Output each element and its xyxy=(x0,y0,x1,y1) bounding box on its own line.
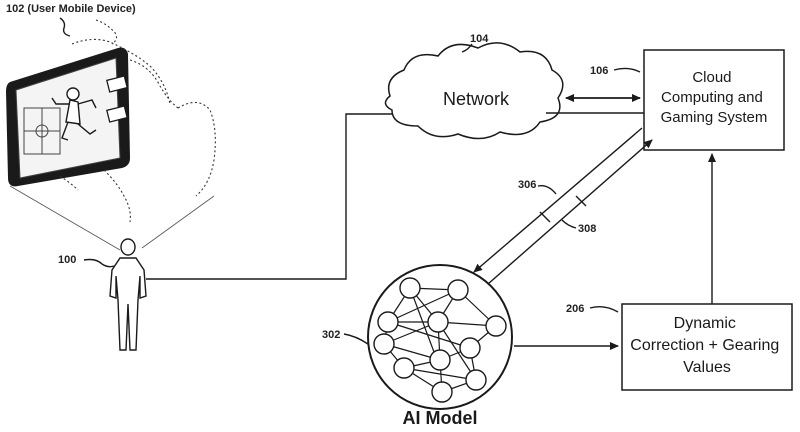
mobile-device xyxy=(6,19,216,251)
network-cloud: Network xyxy=(384,42,564,140)
user-ref-label: 100 xyxy=(58,254,76,266)
link-b-ref-label: 308 xyxy=(578,223,596,235)
ai-model-label: AI Model xyxy=(403,408,478,428)
dynamic-correction-box xyxy=(621,303,793,391)
game-character-icon xyxy=(51,87,97,141)
cloud-ref-label: 106 xyxy=(590,65,608,77)
network-label: Network xyxy=(443,89,510,109)
ai-model-network xyxy=(367,264,513,410)
cloud-gaming-box xyxy=(643,49,785,151)
network-ref-label: 104 xyxy=(470,33,489,45)
user-network-link xyxy=(146,113,392,280)
cloud-to-ai-arrow xyxy=(473,127,643,273)
crosshair-icon xyxy=(23,107,61,155)
hand-outline xyxy=(59,19,216,223)
dynamic-ref-label: 206 xyxy=(566,303,584,315)
device-ref-label: 102 (User Mobile Device) xyxy=(6,3,136,15)
user-figure xyxy=(109,238,147,351)
dynamic-correction-label: Dynamic Correction + Gearing Values xyxy=(630,315,783,376)
link-a-ref-label: 306 xyxy=(518,179,536,191)
cloud-gaming-label: Cloud Computing and Gaming System xyxy=(661,69,768,126)
link-tick-b xyxy=(575,195,587,207)
ai-to-cloud-arrow xyxy=(487,139,653,285)
ai-ref-label: 302 xyxy=(322,329,340,341)
link-tick-a xyxy=(539,211,551,223)
